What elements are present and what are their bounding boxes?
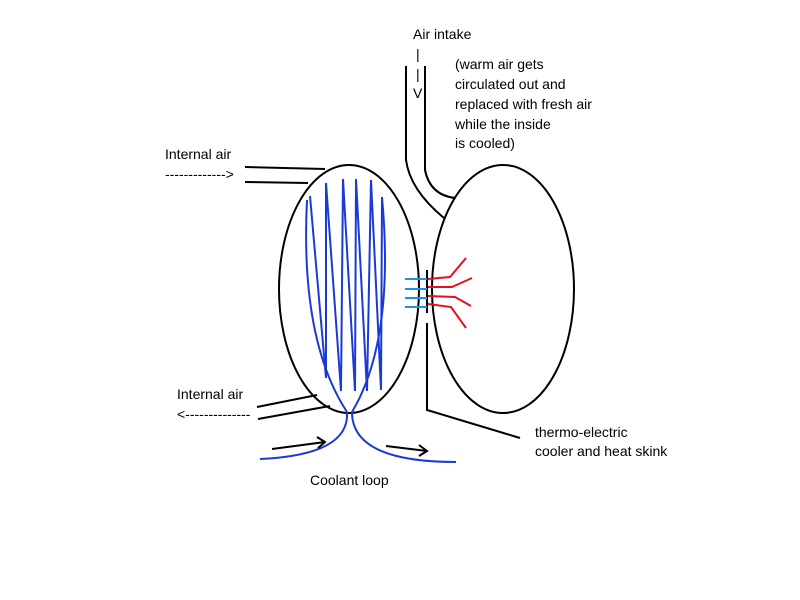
intake-note-line: is cooled) xyxy=(455,135,515,151)
internal-air-out-arrow: <-------------- xyxy=(177,406,251,422)
intake-duct-left-wall xyxy=(405,66,445,219)
intake-note-line: (warm air gets xyxy=(455,56,544,72)
air-intake-label: Air intake xyxy=(413,26,472,42)
intake-note-line: while the inside xyxy=(454,116,551,132)
cold-side-fins xyxy=(405,278,427,308)
coolant-coil xyxy=(309,178,383,392)
internal-air-inlet-duct xyxy=(244,166,326,184)
coolant-coil-left-return xyxy=(305,199,348,413)
intake-arrow-glyph: | xyxy=(416,46,420,62)
tec-label-line: cooler and heat skink xyxy=(535,443,668,459)
intake-note-line: circulated out and xyxy=(455,76,566,92)
internal-air-out-label: Internal air xyxy=(177,386,243,402)
coolant-loop-right-pipe xyxy=(351,411,457,463)
intake-arrow-glyph: | xyxy=(416,66,420,82)
hot-side-fins xyxy=(427,257,473,329)
coolant-flow-arrow-out xyxy=(385,444,429,457)
intake-duct-right-wall xyxy=(424,66,456,199)
tec-label-line: thermo-electric xyxy=(535,424,628,440)
internal-air-in-label: Internal air xyxy=(165,146,231,162)
coolant-loop-label: Coolant loop xyxy=(310,472,389,488)
intake-note-line: replaced with fresh air xyxy=(455,96,592,112)
coolant-flow-arrow-in xyxy=(271,436,327,450)
tec-leader-line xyxy=(426,323,521,439)
internal-air-outlet-duct xyxy=(256,394,331,420)
intake-arrow-glyph: V xyxy=(413,85,423,101)
coolant-coil-right-return xyxy=(351,196,386,413)
coolant-loop-left-pipe xyxy=(259,411,349,460)
internal-air-in-arrow: -------------> xyxy=(165,166,234,182)
intake-air-chamber xyxy=(431,164,575,414)
